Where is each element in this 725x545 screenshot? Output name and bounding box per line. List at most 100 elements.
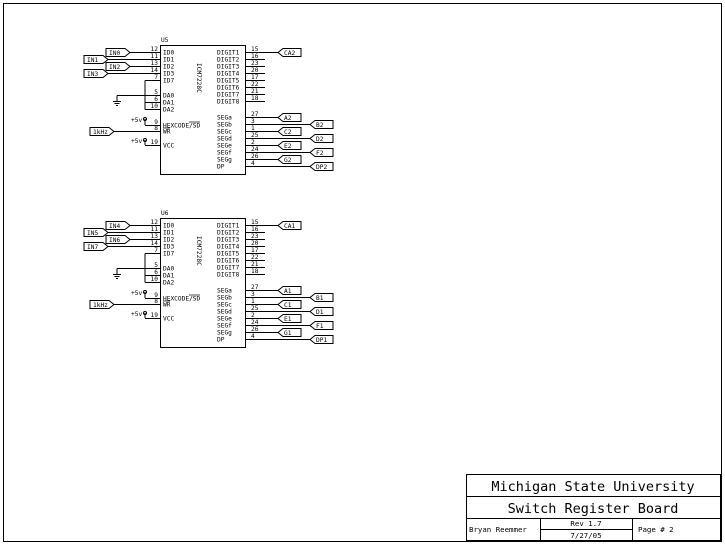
pin-number: 16 <box>251 53 259 60</box>
supply-label: +5v <box>131 117 142 124</box>
supply-node <box>143 311 147 315</box>
pin-number: 21 <box>251 88 259 95</box>
pin-number: 25 <box>251 132 259 139</box>
revision-label: Rev 1.7 <box>570 519 601 528</box>
segment-net-e1-flag <box>277 314 302 323</box>
pin-name: DIGIT3 <box>217 237 240 244</box>
ic-part-number: ICM7228C <box>195 236 202 266</box>
pin-number: 10 <box>151 276 159 283</box>
pin-name: SEGb <box>217 295 232 302</box>
pin-name: DIGIT3 <box>217 64 240 71</box>
pin-name: DA0 <box>163 266 174 273</box>
segment-net-g2-flag <box>277 155 302 164</box>
pin-name: DIGIT6 <box>217 258 240 265</box>
input-port-in1-flag <box>83 55 109 64</box>
pin-number: 15 <box>251 219 259 226</box>
ic-reference: U6 <box>161 210 169 217</box>
pin-name: SEGd <box>217 309 232 316</box>
pin-name: SEGg <box>217 330 232 337</box>
input-port-in4: IN4 <box>109 223 120 230</box>
segment-net-f2: F2 <box>316 150 324 157</box>
supply-node <box>143 138 147 142</box>
pin-number: 2 <box>251 312 255 319</box>
institution-name: Michigan State University <box>491 479 694 495</box>
pin-name: SEGa <box>217 288 232 295</box>
pin-name: HEXCODE/SD <box>163 123 201 130</box>
pin-number: 15 <box>251 46 259 53</box>
segment-net-c2: C2 <box>284 129 292 136</box>
pin-number: 23 <box>251 60 259 67</box>
pin-number: 21 <box>251 261 259 268</box>
title-block: Michigan State University Switch Registe… <box>466 474 721 541</box>
pin-name: DIGIT2 <box>217 57 240 64</box>
input-port-in5: IN5 <box>87 230 98 237</box>
pin-name: SEGe <box>217 316 232 323</box>
pin-number: 24 <box>251 319 259 326</box>
input-port-in3: IN3 <box>87 71 98 78</box>
pin-name: VCC <box>163 316 174 323</box>
pin-number: 13 <box>151 233 159 240</box>
digit-net-ca2-flag <box>277 48 302 57</box>
segment-net-a2: A2 <box>284 115 292 122</box>
segment-net-c1-flag <box>277 300 302 309</box>
pin-name: SEGd <box>217 136 232 143</box>
pin-number: 27 <box>251 284 259 291</box>
pin-name: ID3 <box>163 244 174 251</box>
segment-net-a2-flag <box>277 113 302 122</box>
input-port-in1: IN1 <box>87 57 98 64</box>
pin-name: DP <box>217 164 225 171</box>
segment-net-d1-flag <box>309 307 334 316</box>
pin-number: 20 <box>251 67 259 74</box>
pin-name: DA0 <box>163 93 174 100</box>
segment-net-f2-flag <box>309 148 334 157</box>
pin-name: ID0 <box>163 50 174 57</box>
pin-name: VCC <box>163 143 174 150</box>
input-port-in6: IN6 <box>109 237 120 244</box>
segment-net-e1: E1 <box>284 316 292 323</box>
pin-name: DIGIT7 <box>217 92 240 99</box>
pin-name: SEGf <box>217 323 232 330</box>
pin-number: 5 <box>154 262 158 269</box>
input-port-in0: IN0 <box>109 50 120 57</box>
input-port-in7-flag <box>83 242 109 251</box>
pin-number: 9 <box>154 292 158 299</box>
pin-name: ID7 <box>163 78 174 85</box>
segment-net-a1: A1 <box>284 288 292 295</box>
pin-number: 6 <box>154 269 158 276</box>
pin-name: SEGb <box>217 122 232 129</box>
input-port-in7: IN7 <box>87 244 98 251</box>
pin-name: SEGg <box>217 157 232 164</box>
input-port-in2: IN2 <box>109 64 120 71</box>
segment-net-dp2: DP2 <box>316 164 327 171</box>
pin-number: 16 <box>251 226 259 233</box>
pin-number: 22 <box>251 254 259 261</box>
segment-net-f1-flag <box>309 321 334 330</box>
pin-number: 8 <box>154 125 158 132</box>
pin-name: WR <box>163 129 171 136</box>
pin-number: 4 <box>251 160 255 167</box>
segment-net-a1-flag <box>277 286 302 295</box>
pin-number: 1 <box>251 125 255 132</box>
segment-net-d2: D2 <box>316 136 324 143</box>
segment-net-f1: F1 <box>316 323 324 330</box>
pin-number: 27 <box>251 111 259 118</box>
input-port-in2-flag <box>105 62 131 71</box>
pin-number: 18 <box>251 268 259 275</box>
pin-name: ID2 <box>163 237 174 244</box>
pin-name: DA1 <box>163 100 174 107</box>
pin-name: DIGIT4 <box>217 244 240 251</box>
pin-name: SEGa <box>217 115 232 122</box>
ic-body <box>160 218 246 348</box>
supply-label: +5v <box>131 138 142 145</box>
pin-name: ID1 <box>163 230 174 237</box>
clock-port: 1kHz <box>93 302 108 309</box>
author-name: Bryan Reemmer <box>469 525 527 534</box>
pin-name: WR <box>163 302 171 309</box>
digit-net-ca1-flag <box>277 221 302 230</box>
input-port-in6-flag <box>105 235 131 244</box>
pin-name: DIGIT8 <box>217 99 240 106</box>
date-label: 7/27/05 <box>570 531 601 540</box>
pin-number: 19 <box>151 312 159 319</box>
